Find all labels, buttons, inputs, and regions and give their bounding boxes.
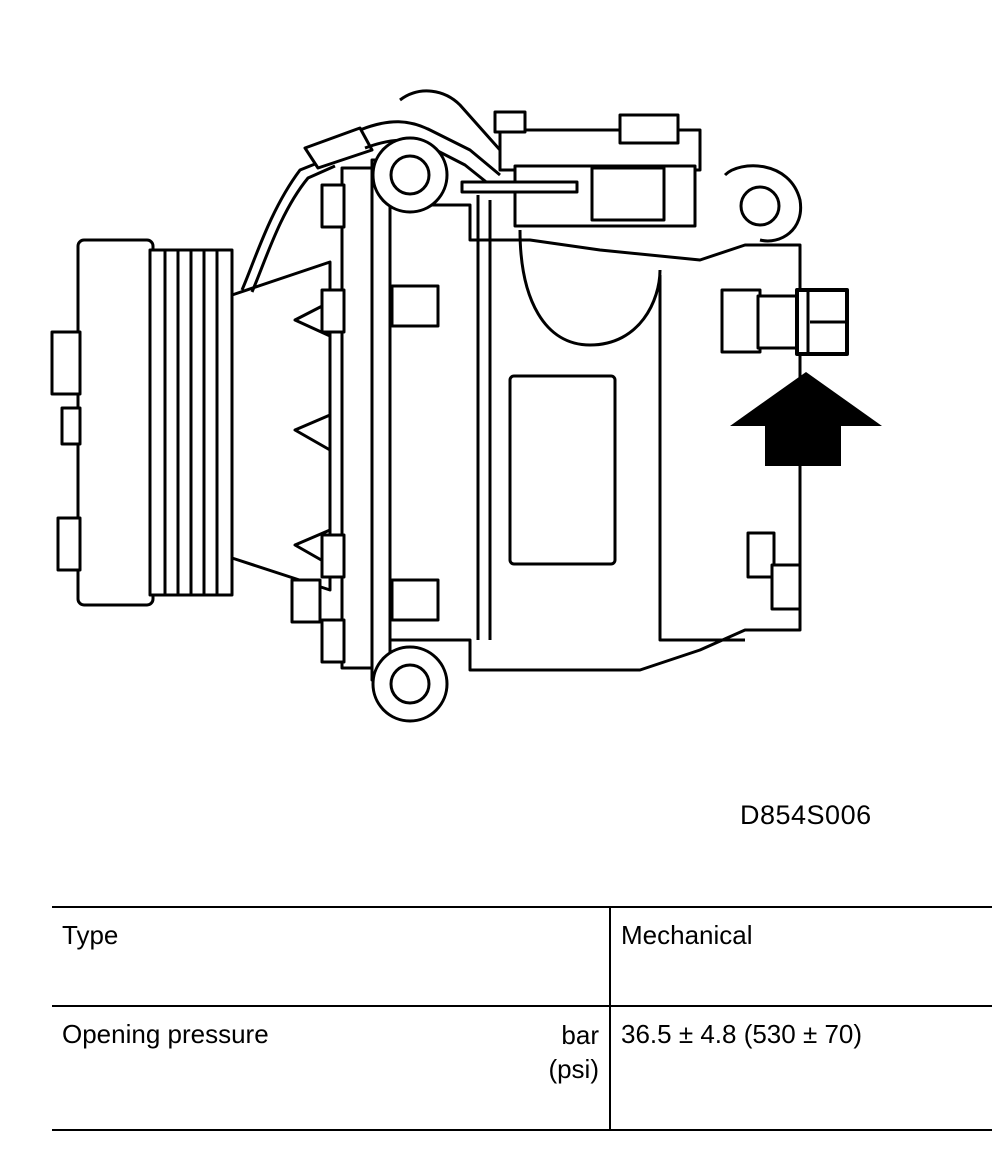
table-row: Type Mechanical (52, 906, 992, 1007)
unit-label: bar (psi) (548, 1019, 599, 1087)
value-cell: 36.5 ± 4.8 (530 ± 70) (610, 1006, 992, 1131)
table-row: Opening pressure bar (psi) 36.5 ± 4.8 (5… (52, 1006, 992, 1131)
param-label: Type (62, 920, 119, 950)
figure-code: D854S006 (740, 800, 872, 830)
spec-table: Type Mechanical Opening pressure bar (ps… (52, 906, 992, 1131)
compressor-illustration (50, 89, 882, 723)
param-cell: Type (52, 906, 611, 1007)
param-label: Opening pressure (62, 1019, 269, 1049)
unit-primary: bar (561, 1020, 599, 1050)
arrow-up-icon (730, 372, 882, 466)
unit-secondary: (psi) (548, 1053, 599, 1084)
value-cell: Mechanical (610, 906, 992, 1007)
param-cell: Opening pressure bar (psi) (52, 1006, 611, 1131)
